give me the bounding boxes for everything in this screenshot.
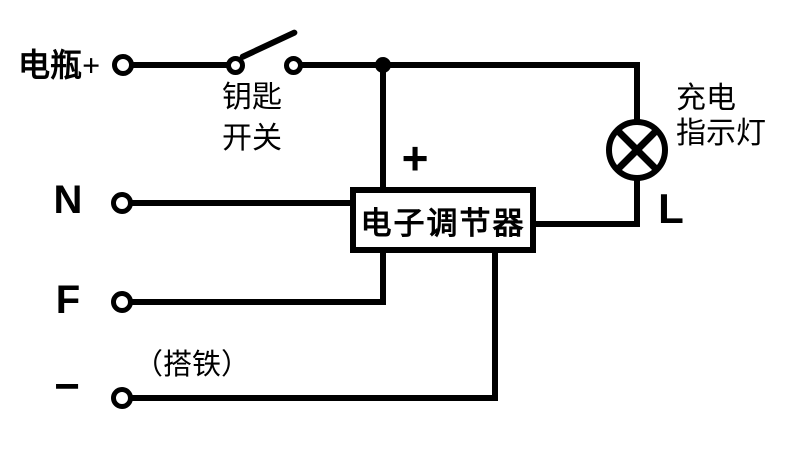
key-switch-label-line2: 开关	[222, 122, 282, 155]
wire-switch-to-lamp-corner	[300, 62, 640, 68]
battery-plus-label: 电瓶+	[18, 47, 101, 83]
wire-junction-to-regulator	[380, 65, 386, 187]
wire-regulator-to-lamp	[536, 221, 640, 227]
minus-label: −	[54, 362, 80, 411]
wire-minus-vertical	[492, 250, 498, 401]
switch-contact-right	[284, 56, 303, 75]
regulator-box: 电子调节器	[350, 187, 536, 253]
wire-n-to-regulator	[130, 200, 356, 206]
f-label: F	[55, 278, 81, 322]
junction-dot	[375, 57, 391, 73]
key-switch-label-line1: 钥匙	[222, 81, 282, 114]
n-label: N	[53, 178, 83, 222]
wire-f-vertical	[380, 251, 386, 305]
wire-f-horizontal	[130, 299, 386, 305]
minus-terminal	[111, 387, 133, 409]
n-terminal	[111, 192, 133, 214]
wire-minus-horizontal	[130, 395, 498, 401]
charge-lamp-label-line1: 充电	[676, 82, 736, 115]
wire-lamp-top	[634, 62, 640, 122]
regulator-label: 电子调节器	[360, 205, 526, 241]
switch-contact-left	[226, 56, 245, 75]
l-label: L	[658, 185, 684, 232]
key-switch-label: 钥匙 开关	[192, 77, 312, 159]
wire-battery-to-switch	[130, 62, 228, 68]
ground-note-label: （搭铁）	[134, 348, 251, 381]
battery-plus-terminal	[112, 54, 134, 76]
charge-lamp-icon	[606, 119, 668, 181]
wire-lamp-bottom	[634, 179, 640, 227]
f-terminal	[111, 291, 133, 313]
charge-lamp-label-line2: 指示灯	[676, 117, 766, 150]
charge-lamp-label: 充电 指示灯	[676, 81, 766, 151]
regulator-plus-sign: +	[401, 132, 429, 184]
